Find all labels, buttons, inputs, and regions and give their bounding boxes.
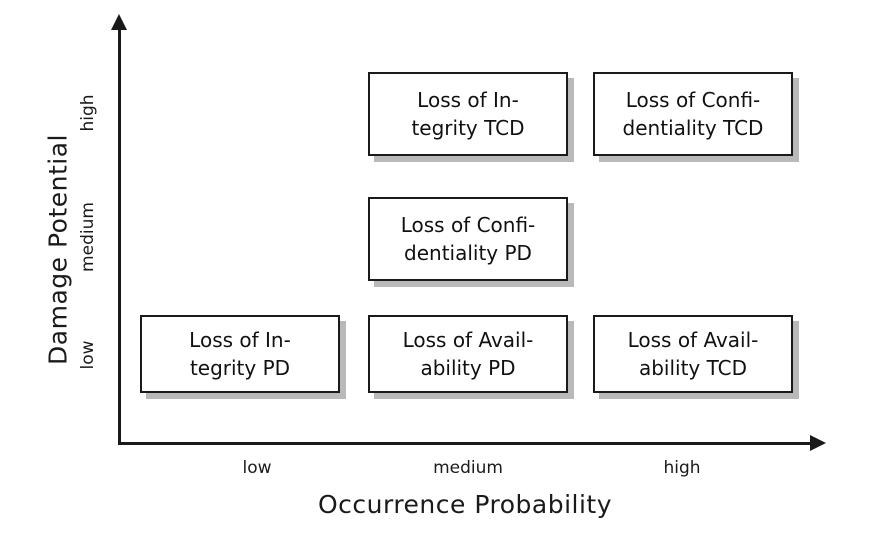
matrix-cell-availability-pd[interactable]: Loss of Avail- ability PD — [368, 315, 568, 393]
cell-label-line-1: Loss of In- — [189, 327, 291, 352]
y-axis-line — [118, 26, 121, 445]
cell-label-line-1: Loss of Avail- — [627, 327, 759, 352]
cell-label-line-2: dentiality TCD — [622, 116, 764, 140]
x-axis-arrow-icon — [810, 435, 826, 451]
x-axis-tick-low: low — [242, 458, 272, 478]
x-axis-title: Occurrence Probability — [317, 490, 613, 519]
cell-label-line-1: Loss of In- — [417, 87, 519, 112]
x-axis-tick-medium: medium — [433, 458, 503, 478]
cell-label-line-2: dentiality PD — [404, 241, 532, 265]
cell-label-line-1: Loss of Avail- — [402, 327, 534, 352]
matrix-cell-integrity-pd[interactable]: Loss of In- tegrity PD — [140, 315, 340, 393]
y-axis-tick-high: high — [78, 94, 98, 132]
y-axis-arrow-icon — [111, 14, 127, 30]
cell-label-line-1: Loss of Confi- — [400, 212, 536, 237]
matrix-cell-integrity-tcd[interactable]: Loss of In- tegrity TCD — [368, 72, 568, 156]
matrix-cell-availability-tcd[interactable]: Loss of Avail- ability TCD — [593, 315, 793, 393]
matrix-cell-confidentiality-tcd[interactable]: Loss of Confi- dentiality TCD — [593, 72, 793, 156]
cell-label-line-2: tegrity PD — [189, 356, 291, 380]
x-axis-tick-high: high — [663, 458, 701, 478]
cell-label-line-2: tegrity TCD — [411, 116, 525, 140]
y-axis-tick-medium: medium — [78, 202, 98, 272]
matrix-cell-confidentiality-pd[interactable]: Loss of Confi- dentiality PD — [368, 197, 568, 281]
cell-label-line-2: ability PD — [420, 356, 516, 380]
y-axis-tick-low: low — [78, 340, 98, 370]
y-axis-title: Damage Potential — [43, 134, 73, 365]
x-axis-line — [118, 442, 812, 445]
cell-label-line-1: Loss of Confi- — [625, 87, 761, 112]
cell-label-line-2: ability TCD — [638, 356, 748, 380]
